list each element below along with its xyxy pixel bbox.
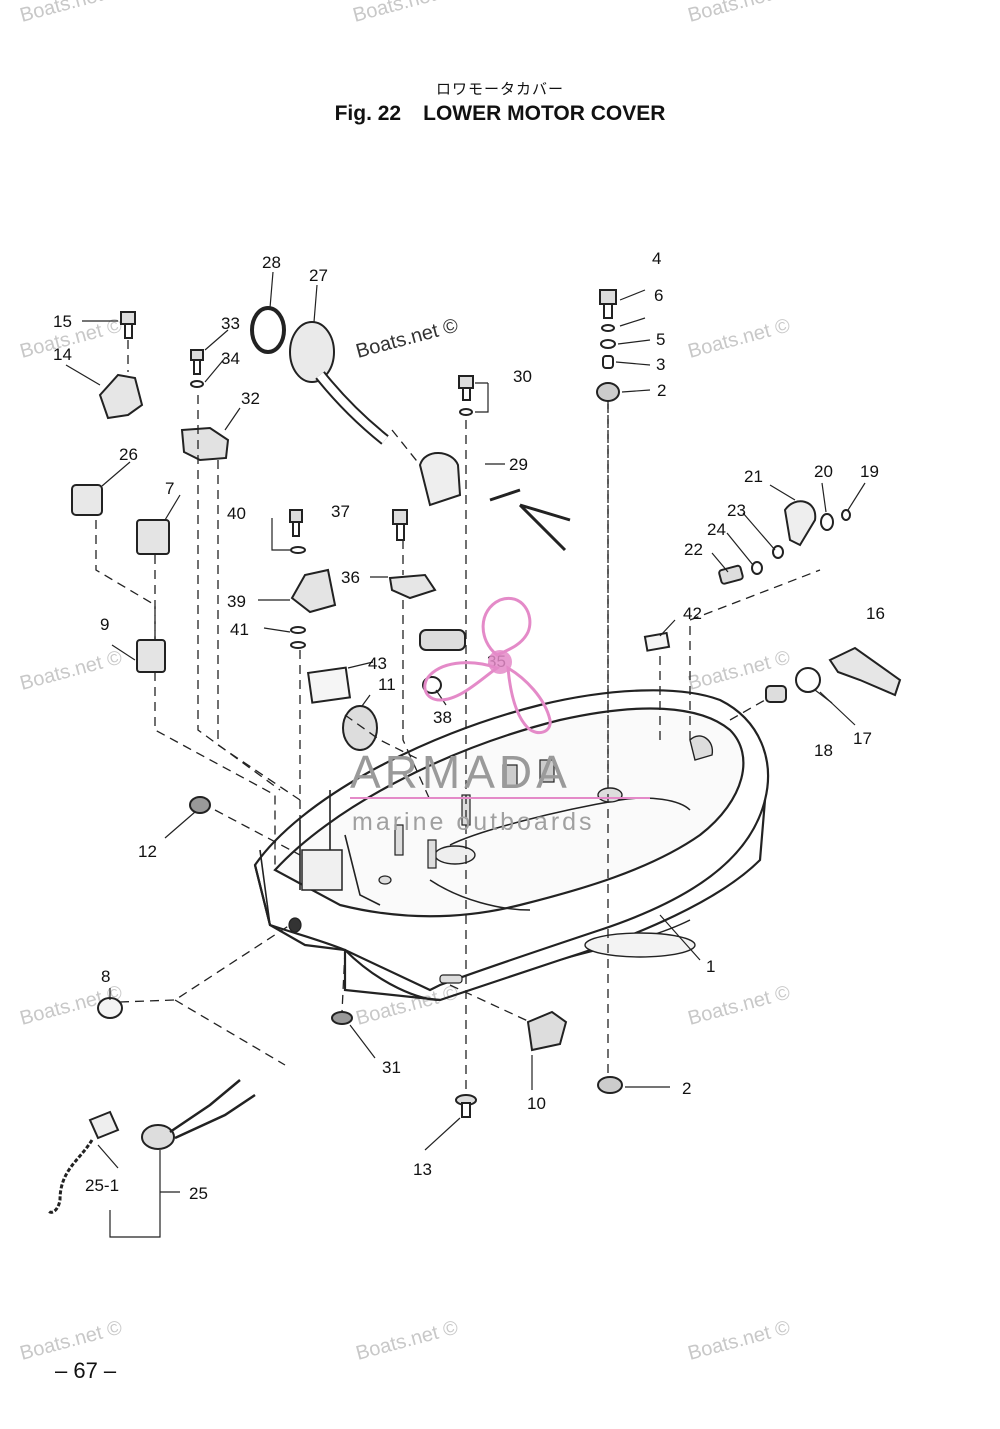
callout-9: 9: [100, 615, 109, 634]
callout-14: 14: [53, 345, 72, 364]
brand-subtitle: marine outboards: [352, 808, 595, 836]
callout-2-bottom: 2: [682, 1079, 691, 1098]
callout-10: 10: [527, 1094, 546, 1113]
callout-34: 34: [221, 349, 240, 368]
callout-labels: 1 2 2 3 4 5 6 7 8 9 10 11 12 13 14 15 16…: [53, 249, 885, 1203]
callout-3: 3: [656, 355, 665, 374]
callout-13: 13: [413, 1160, 432, 1179]
callout-12: 12: [138, 842, 157, 861]
callout-7: 7: [165, 479, 174, 498]
small-parts: [46, 289, 902, 1214]
callout-38: 38: [433, 708, 452, 727]
watermark-11: Boats.net ©: [686, 981, 793, 1029]
callout-16: 16: [866, 604, 885, 623]
callout-5: 5: [656, 330, 665, 349]
callout-33: 33: [221, 314, 240, 333]
figure-title: Fig. 22 LOWER MOTOR COVER: [0, 102, 1000, 126]
watermark-10: Boats.net ©: [354, 981, 461, 1029]
leader-lines: [65, 271, 866, 1238]
callout-25-1: 25-1: [85, 1176, 119, 1195]
callout-39: 39: [227, 592, 246, 611]
callout-15: 15: [53, 312, 72, 331]
assembly-lines: [95, 340, 821, 1095]
watermark-13: Boats.net ©: [354, 1316, 461, 1364]
watermark-2: Boats.net ©: [351, 0, 458, 27]
watermark-3: Boats.net ©: [686, 0, 793, 27]
lower-cover-body: [253, 689, 770, 1002]
watermark-5: Boats.net ©: [354, 314, 461, 362]
callout-36: 36: [341, 568, 360, 587]
page-number: – 67 –: [55, 1358, 117, 1383]
callout-26: 26: [119, 445, 138, 464]
callout-25: 25: [189, 1184, 208, 1203]
figure-number: Fig. 22: [334, 102, 402, 125]
callout-40: 40: [227, 504, 246, 523]
callout-11: 11: [378, 675, 396, 694]
watermark-7: Boats.net ©: [18, 646, 125, 694]
callout-30: 30: [513, 367, 532, 386]
callout-24: 24: [707, 520, 726, 539]
callout-1: 1: [706, 957, 715, 976]
callout-2-top: 2: [657, 381, 666, 400]
callout-23: 23: [727, 501, 746, 520]
callout-21: 21: [744, 467, 763, 486]
watermark-14: Boats.net ©: [686, 1316, 793, 1364]
brand-name: ARMADA: [350, 746, 571, 798]
callout-28: 28: [262, 253, 281, 272]
callout-4: 4: [652, 249, 661, 268]
propeller-logo-icon: [423, 596, 552, 735]
callout-18: 18: [814, 741, 833, 760]
callout-17: 17: [853, 729, 872, 748]
watermark-1: Boats.net ©: [18, 0, 125, 27]
callout-8: 8: [101, 967, 110, 986]
callout-6: 6: [654, 286, 663, 305]
watermark-layer: Boats.net © Boats.net © Boats.net © Boat…: [18, 0, 793, 1365]
callout-27: 27: [309, 266, 328, 285]
callout-41: 41: [230, 620, 249, 639]
title-japanese: ロワモータカバー: [435, 81, 564, 98]
brand-watermark: ARMADA marine outboards: [350, 596, 650, 836]
callout-37: 37: [331, 502, 350, 521]
watermark-6: Boats.net ©: [686, 314, 793, 362]
figure-name: LOWER MOTOR COVER: [423, 102, 666, 125]
callout-31: 31: [382, 1058, 401, 1077]
callout-22: 22: [684, 540, 703, 559]
callout-20: 20: [814, 462, 833, 481]
callout-42: 42: [683, 604, 702, 623]
callout-19: 19: [860, 462, 879, 481]
callout-43: 43: [368, 654, 387, 673]
callout-29: 29: [509, 455, 528, 474]
callout-32: 32: [241, 389, 260, 408]
